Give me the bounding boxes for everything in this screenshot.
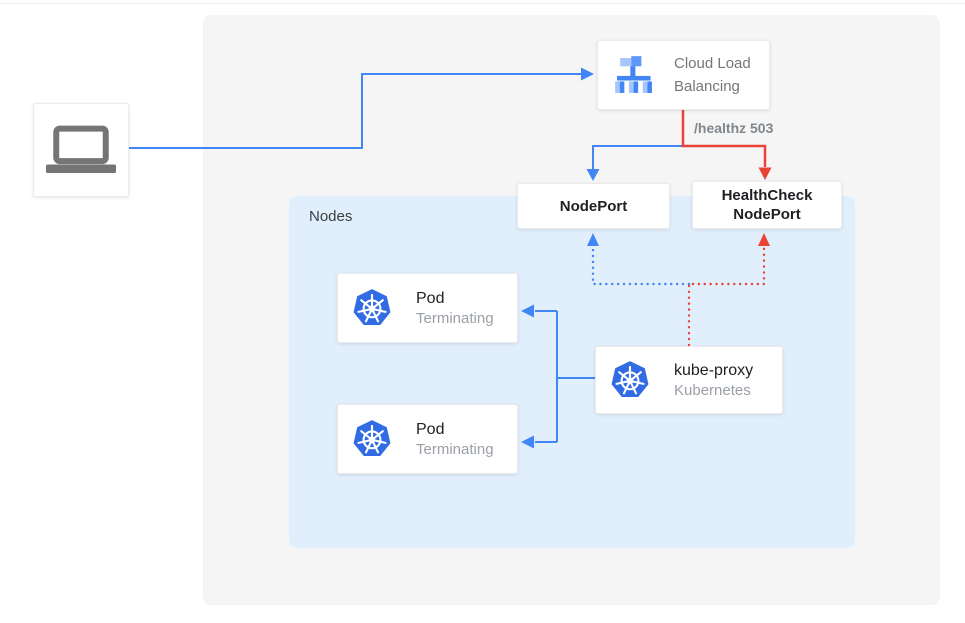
cloud-load-balancing-card: Cloud Load Balancing <box>597 40 770 110</box>
laptop-icon <box>46 124 116 176</box>
healthcheck-nodeport-label-line2: NodePort <box>733 206 801 223</box>
pod-status: Terminating <box>416 309 494 327</box>
nodes-panel-label: Nodes <box>309 208 353 225</box>
pod-title: Pod <box>416 420 445 438</box>
kube-proxy-card: kube-proxy Kubernetes <box>595 346 783 414</box>
cloud-load-balancing-icon <box>611 55 657 95</box>
healthcheck-nodeport-label-line1: HealthCheck <box>721 187 813 204</box>
nodeport-card: NodePort <box>517 183 670 229</box>
pod-card: Pod Terminating <box>337 273 518 343</box>
healthz-status-label: /healthz 503 <box>694 120 774 136</box>
kubernetes-icon <box>351 418 393 460</box>
client-device-card <box>33 103 129 197</box>
kubernetes-icon <box>609 359 651 401</box>
kubernetes-icon <box>351 287 393 329</box>
pod-card: Pod Terminating <box>337 404 518 474</box>
pod-title: Pod <box>416 289 445 307</box>
kube-proxy-title: kube-proxy <box>674 361 754 379</box>
pod-status: Terminating <box>416 440 494 458</box>
healthcheck-nodeport-card: HealthCheck NodePort <box>692 181 842 229</box>
kube-proxy-subtitle: Kubernetes <box>674 381 751 399</box>
nodeport-label: NodePort <box>559 197 628 215</box>
cloud-load-balancing-label: Cloud Load Balancing <box>674 55 751 95</box>
top-divider <box>0 3 965 4</box>
